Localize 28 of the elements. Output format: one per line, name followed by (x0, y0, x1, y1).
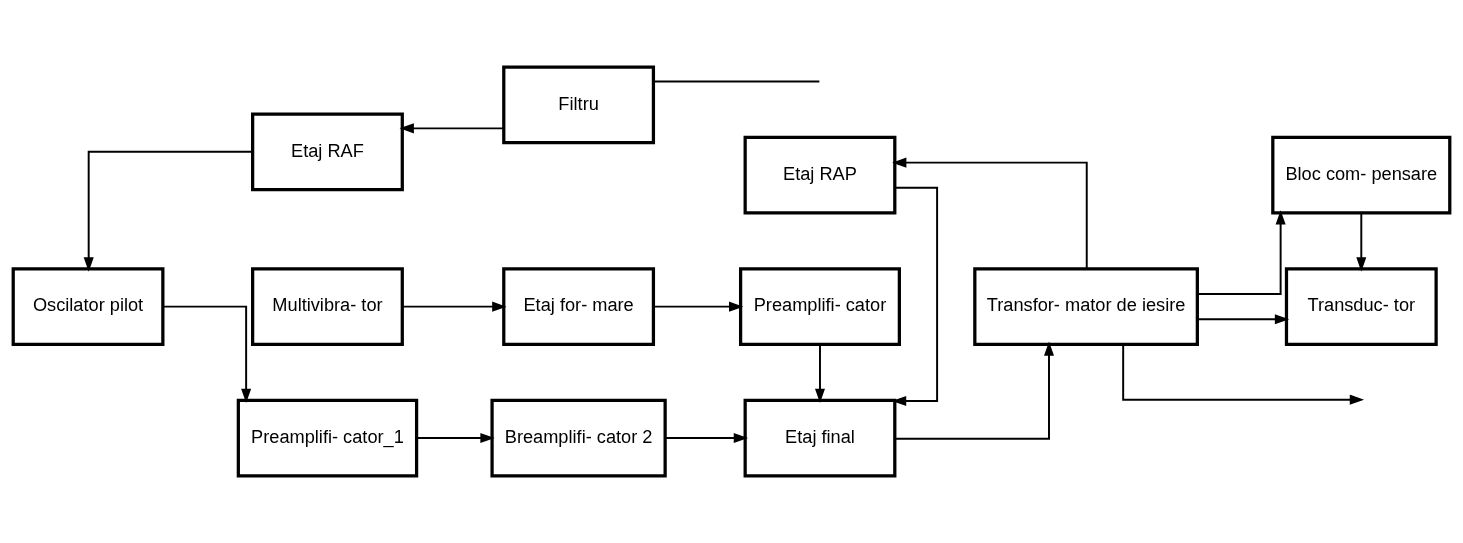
arrow (894, 341, 1055, 440)
node-box: Filtru (502, 65, 656, 145)
node-box: Etaj RAP (743, 135, 897, 215)
arrow (664, 433, 749, 444)
node-box: Preamplifi- cator_1 (236, 398, 419, 478)
node-box: Preamplifi- cator (739, 267, 901, 346)
arrow (892, 157, 1088, 270)
node-box: Multivibra- tor (251, 267, 404, 346)
arrow (652, 301, 744, 312)
node-box: Breamplifi- cator 2 (490, 398, 667, 478)
node-box: Etaj for- mare (502, 267, 656, 346)
arrow (161, 305, 252, 403)
arrow (1196, 210, 1286, 296)
arrow (1196, 314, 1290, 325)
node-box: Etaj final (743, 398, 897, 478)
node-box: Transduc- tor (1284, 267, 1438, 346)
arrow (1122, 343, 1365, 405)
node-box: Transfor- mator de iesire (973, 267, 1199, 346)
arrow (415, 433, 495, 444)
arrow (401, 301, 507, 312)
connector (652, 80, 821, 83)
arrow (83, 150, 254, 272)
node-box: Bloc com- pensare (1271, 135, 1452, 215)
arrow (814, 343, 825, 404)
node-box: Etaj RAF (251, 112, 404, 192)
arrow (1356, 212, 1367, 272)
node-box: Oscilator pilot (11, 267, 165, 346)
arrow (399, 123, 505, 134)
